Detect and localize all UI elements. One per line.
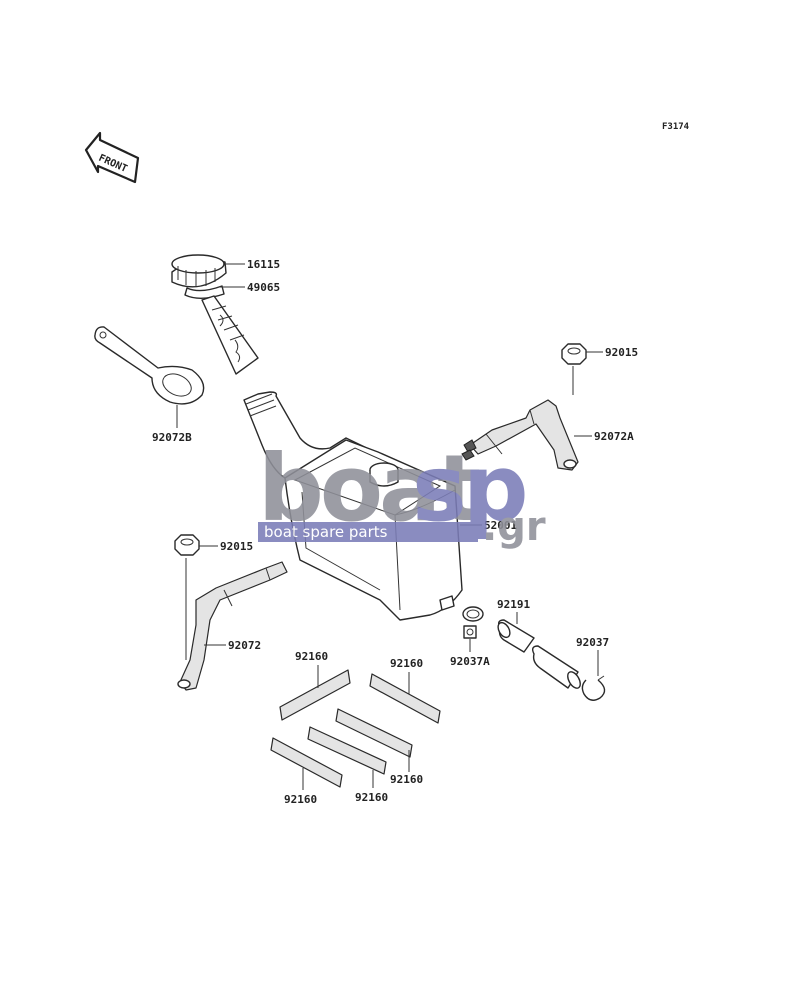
- callout-92191: 92191: [497, 598, 530, 611]
- callout-92160-d: 92160: [355, 791, 388, 804]
- callout-92160-a: 92160: [295, 650, 328, 663]
- fuel-hose: [497, 619, 581, 689]
- pad-4: [307, 726, 387, 775]
- callout-92072B: 92072B: [152, 431, 192, 444]
- front-arrow-icon: FRONT: [84, 131, 140, 184]
- hose-clip: [581, 675, 606, 701]
- callout-49065: 49065: [247, 281, 280, 294]
- fuel-strainer: [184, 285, 259, 375]
- watermark-suffix: .gr: [482, 504, 546, 550]
- callout-92160-e: 92160: [284, 793, 317, 806]
- callout-92037: 92037: [576, 636, 609, 649]
- fuel-cap: [171, 254, 227, 288]
- watermark-logo: boat sp boat spare parts .gr: [258, 435, 546, 550]
- callout-92015-right: 92015: [605, 346, 638, 359]
- bracket-right: [461, 399, 579, 471]
- watermark-tagline: boat spare parts: [264, 523, 388, 541]
- callout-92037A: 92037A: [450, 655, 490, 668]
- pad-2: [369, 673, 441, 724]
- pad-3: [335, 708, 413, 758]
- callout-92072: 92072: [228, 639, 261, 652]
- figure-code: F3174: [662, 122, 690, 132]
- nut-right: [561, 343, 587, 365]
- pad-5: [270, 737, 343, 788]
- callout-92160-b: 92160: [390, 657, 423, 670]
- pad-1: [279, 669, 351, 721]
- callout-92072A: 92072A: [594, 430, 634, 443]
- nut-left: [174, 534, 200, 556]
- callout-52001: 52001: [484, 519, 517, 532]
- callout-92160-c: 92160: [390, 773, 423, 786]
- hose-clamp: [462, 606, 484, 639]
- tether-strap: [94, 326, 205, 405]
- callout-16115: 16115: [247, 258, 280, 271]
- callout-92015-left: 92015: [220, 540, 253, 553]
- bracket-left: [177, 561, 288, 691]
